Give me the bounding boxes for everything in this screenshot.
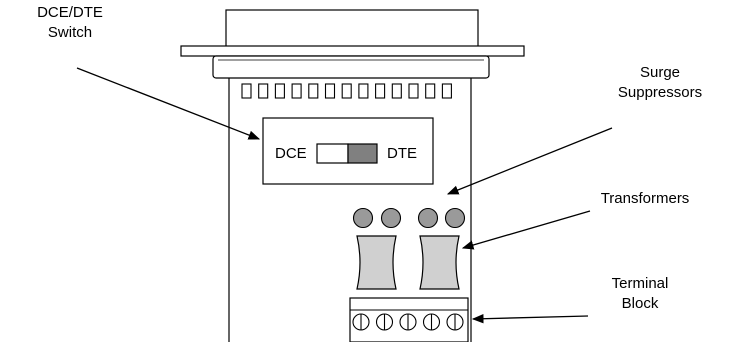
terminal-block xyxy=(349,297,469,343)
transformer-callout-arrow xyxy=(461,210,591,250)
transformers-label-line-1: Transformers xyxy=(600,190,690,207)
connector-pin xyxy=(408,83,419,99)
terminal-screws xyxy=(352,313,464,331)
surge-suppressor xyxy=(444,207,466,229)
terminal-callout-arrow xyxy=(471,314,589,324)
terminal-screw xyxy=(446,313,464,331)
connector-pin xyxy=(391,83,402,99)
terminal-screw xyxy=(399,313,417,331)
transformers-label: Transformers xyxy=(580,189,710,209)
surge-callout-arrow xyxy=(446,127,613,195)
connector-base xyxy=(212,55,490,79)
connector-pin xyxy=(441,83,452,99)
switch-dce-label: DCE xyxy=(275,145,307,162)
terminal-screw xyxy=(375,313,394,331)
connector-pin xyxy=(341,83,352,99)
connector-pin xyxy=(375,83,386,99)
dce-dte-switch xyxy=(262,117,434,185)
connector-pin xyxy=(291,83,302,99)
terminal-block-label-line-2: Block xyxy=(621,295,659,312)
connector-shell xyxy=(225,9,479,48)
surge-suppressor xyxy=(417,207,439,229)
connector-pin xyxy=(274,83,285,99)
switch-callout-arrow xyxy=(76,67,261,140)
surge-suppressors xyxy=(352,207,466,229)
surge-suppressors-label-line-2: Suppressors xyxy=(617,84,703,101)
terminal-block-label-line-1: Terminal xyxy=(611,275,669,292)
dce-dte-switch-label: DCE/DTE Switch xyxy=(10,3,130,43)
switch-slider xyxy=(347,143,378,164)
connector-pin xyxy=(324,83,336,99)
switch-left-half xyxy=(316,143,349,164)
transformers xyxy=(356,235,460,290)
switch-dte-label: DTE xyxy=(387,145,417,162)
connector-pin xyxy=(241,83,252,99)
connector-pin xyxy=(425,83,436,99)
db-connector xyxy=(180,9,525,79)
surge-suppressor xyxy=(380,207,402,229)
surge-suppressors-label-line-1: Surge xyxy=(639,64,681,81)
surge-suppressors-label: Surge Suppressors xyxy=(600,63,720,103)
transformer xyxy=(419,235,460,290)
terminal-screw xyxy=(422,313,441,331)
transformer xyxy=(356,235,397,290)
pin-row xyxy=(241,83,452,99)
connector-pin xyxy=(358,83,369,99)
surge-suppressor xyxy=(352,207,374,229)
connector-flange xyxy=(180,45,525,57)
dce-dte-switch-label-line-1: DCE/DTE xyxy=(37,4,103,21)
terminal-screw xyxy=(352,313,370,331)
connector-pin xyxy=(308,83,319,99)
connector-pin xyxy=(258,83,269,99)
callout-arrows xyxy=(76,67,613,324)
terminal-block-label: Terminal Block xyxy=(585,274,695,314)
adapter-body xyxy=(228,78,472,342)
dce-dte-switch-label-line-2: Switch xyxy=(47,24,93,41)
